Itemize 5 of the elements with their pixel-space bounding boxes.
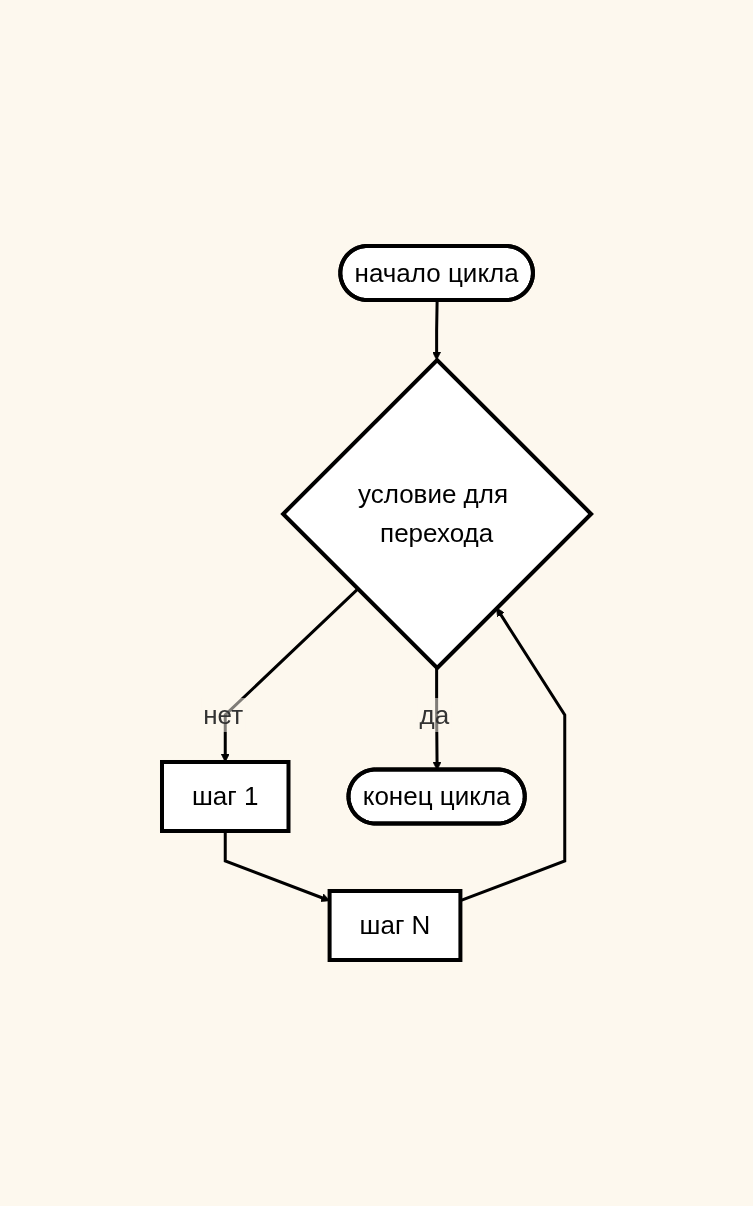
node-diamond: условие для перехода (280, 357, 594, 671)
arrow (432, 300, 441, 361)
node-box: шаг N (327, 889, 463, 962)
arrow (220, 587, 359, 763)
node-box: шаг 1 (159, 760, 291, 833)
